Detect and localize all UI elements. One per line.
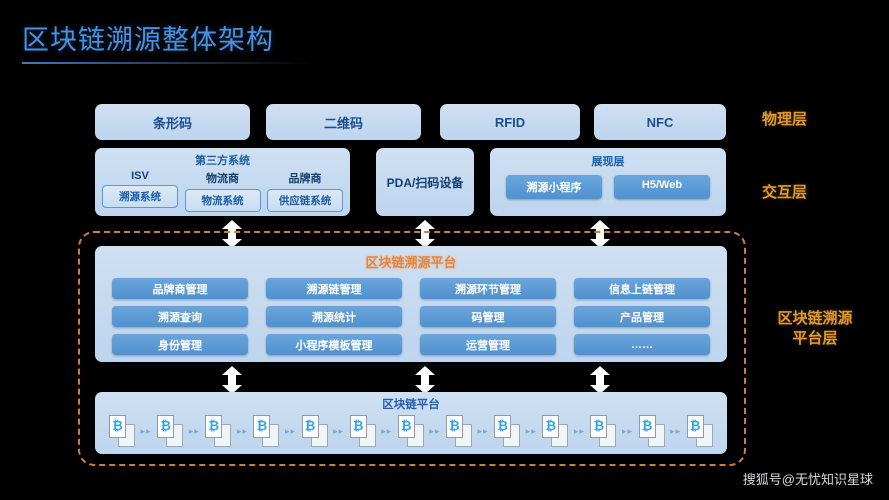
blockchain-block-icon: ₿ bbox=[590, 415, 617, 447]
module-trace-query[interactable]: 溯源查询 bbox=[112, 306, 248, 327]
block-card-front: ₿ bbox=[494, 415, 512, 438]
blockchain-block-icon: ₿ bbox=[686, 415, 713, 447]
physical-item-qrcode[interactable]: 二维码 bbox=[266, 104, 421, 140]
blockchain-platform-box[interactable]: 区块链平台 ₿▸▸₿▸▸₿▸▸₿▸▸₿▸▸₿▸▸₿▸▸₿▸▸₿▸▸₿▸▸₿▸▸₿… bbox=[95, 392, 727, 454]
module-miniprogram-template-management[interactable]: 小程序模板管理 bbox=[266, 334, 402, 355]
block-link-dots-icon: ▸▸ bbox=[236, 425, 248, 436]
presentation-items: 溯源小程序 H5/Web bbox=[490, 175, 726, 199]
block-card-front: ₿ bbox=[157, 415, 175, 438]
layer-label-physical: 物理层 bbox=[762, 111, 808, 128]
third-party-subsystem[interactable]: 溯源系统 bbox=[102, 185, 178, 208]
physical-item-label: 二维码 bbox=[323, 115, 363, 131]
module-operations-management[interactable]: 运营管理 bbox=[420, 334, 556, 355]
block-link-dots-icon: ▸▸ bbox=[429, 425, 441, 436]
module-trace-step-management[interactable]: 溯源环节管理 bbox=[420, 278, 556, 299]
presentation-layer-box[interactable]: 展现层 溯源小程序 H5/Web bbox=[490, 148, 726, 216]
physical-item-barcode[interactable]: 条形码 bbox=[95, 104, 250, 140]
connector-arrow-platform-blockchain-3 bbox=[590, 366, 610, 394]
pda-label: PDA/扫码设备 bbox=[386, 175, 464, 190]
blockchain-platform-title: 区块链平台 bbox=[382, 399, 440, 411]
block-link-dots-icon: ▸▸ bbox=[573, 425, 585, 436]
block-card-front: ₿ bbox=[349, 415, 367, 438]
blockchain-block-icon: ₿ bbox=[109, 415, 135, 447]
physical-item-nfc[interactable]: NFC bbox=[594, 104, 726, 140]
third-party-column-logistics: 物流商 物流系统 bbox=[184, 170, 261, 212]
module-onchain-info-management[interactable]: 信息上链管理 bbox=[574, 278, 710, 299]
block-link-dots-icon: ▸▸ bbox=[525, 425, 537, 436]
module-more[interactable]: …… bbox=[574, 334, 710, 355]
layer-label-interaction: 交互层 bbox=[762, 184, 808, 201]
block-link-dots-icon: ▸▸ bbox=[477, 425, 489, 436]
connector-arrow-interaction-platform-2 bbox=[415, 220, 435, 248]
page-title: 区块链溯源整体架构 bbox=[22, 25, 274, 55]
module-code-management[interactable]: 码管理 bbox=[420, 306, 556, 327]
blockchain-block-icon: ₿ bbox=[253, 415, 280, 447]
physical-item-label: NFC bbox=[646, 114, 674, 130]
third-party-title: 第三方系统 bbox=[195, 155, 250, 167]
blockchain-block-icon: ₿ bbox=[157, 415, 184, 447]
connector-arrow-interaction-platform-1 bbox=[222, 220, 242, 248]
blockchain-block-icon: ₿ bbox=[349, 415, 376, 447]
block-link-dots-icon: ▸▸ bbox=[140, 425, 152, 436]
block-link-dots-icon: ▸▸ bbox=[381, 425, 393, 436]
block-card-front: ₿ bbox=[109, 415, 126, 438]
third-party-head: 品牌商 bbox=[288, 173, 322, 185]
third-party-subsystem[interactable]: 供应链系统 bbox=[267, 189, 343, 212]
blockchain-block-icon: ₿ bbox=[205, 415, 232, 447]
module-trace-statistics[interactable]: 溯源统计 bbox=[266, 306, 402, 327]
module-identity-management[interactable]: 身份管理 bbox=[112, 334, 248, 355]
blockchain-block-icon: ₿ bbox=[494, 415, 521, 447]
block-card-front: ₿ bbox=[445, 415, 463, 438]
platform-module-grid: 品牌商管理 溯源链管理 溯源环节管理 信息上链管理 溯源查询 溯源统计 码管理 … bbox=[95, 278, 727, 355]
blockchain-block-icon: ₿ bbox=[542, 415, 569, 447]
block-card-front: ₿ bbox=[253, 415, 271, 438]
block-link-dots-icon: ▸▸ bbox=[621, 425, 633, 436]
block-card-front: ₿ bbox=[205, 415, 223, 438]
third-party-subsystem[interactable]: 物流系统 bbox=[184, 189, 261, 212]
connector-arrow-platform-blockchain-2 bbox=[415, 366, 435, 394]
blockchain-block-icon: ₿ bbox=[638, 415, 665, 447]
platform-layer-dashed-border bbox=[78, 231, 746, 466]
physical-item-label: RFID bbox=[494, 114, 526, 130]
presentation-item-h5web[interactable]: H5/Web bbox=[614, 175, 710, 199]
block-card-front: ₿ bbox=[397, 415, 415, 438]
watermark: 搜狐号@无忧知识星球 bbox=[742, 472, 873, 487]
presentation-title: 展现层 bbox=[591, 156, 625, 168]
block-link-dots-icon: ▸▸ bbox=[670, 425, 682, 436]
third-party-column-isv: ISV 溯源系统 bbox=[102, 170, 178, 212]
block-card-front: ₿ bbox=[301, 415, 319, 438]
third-party-column-brand: 品牌商 供应链系统 bbox=[267, 170, 343, 212]
pda-scanner-box[interactable]: PDA/扫码设备 bbox=[376, 148, 474, 216]
presentation-item-miniprogram[interactable]: 溯源小程序 bbox=[506, 175, 602, 199]
block-card-front: ₿ bbox=[590, 415, 608, 438]
third-party-head: ISV bbox=[131, 170, 149, 182]
blockchain-block-icon: ₿ bbox=[445, 415, 472, 447]
blockchain-block-row: ₿ ▸▸ ₿ ▸▸ ₿ ▸▸ ₿ ▸▸ ₿ ▸▸ ₿ ▸▸ ₿ ▸▸ ₿ ▸▸ ₿ ▸▸ ₿ ▸▸ ₿ ▸▸ ₿ ▸▸ ₿ bbox=[95, 415, 727, 447]
third-party-head: 物流商 bbox=[206, 173, 239, 185]
block-link-dots-icon: ▸▸ bbox=[284, 425, 297, 436]
blockchain-block-icon: ₿ bbox=[397, 415, 424, 447]
connector-arrow-platform-blockchain-1 bbox=[222, 366, 242, 394]
platform-title: 区块链溯源平台 bbox=[365, 255, 457, 270]
title-underline bbox=[22, 62, 312, 64]
physical-item-label: 条形码 bbox=[152, 115, 192, 131]
third-party-columns: ISV 溯源系统 物流商 物流系统 品牌商 供应链系统 bbox=[95, 170, 350, 212]
layer-label-platform-line1: 区块链溯源 bbox=[777, 310, 853, 327]
connector-arrow-interaction-platform-3 bbox=[590, 220, 610, 248]
blockchain-block-icon: ₿ bbox=[301, 415, 328, 447]
third-party-system-box[interactable]: 第三方系统 ISV 溯源系统 物流商 物流系统 品牌商 供应链系统 bbox=[95, 148, 350, 216]
block-link-dots-icon: ▸▸ bbox=[188, 425, 200, 436]
module-product-management[interactable]: 产品管理 bbox=[574, 306, 710, 327]
module-brand-management[interactable]: 品牌商管理 bbox=[112, 278, 248, 299]
layer-label-platform: 区块链溯源 平台层 bbox=[760, 309, 870, 350]
block-card-front: ₿ bbox=[638, 415, 656, 438]
layer-label-platform-line2: 平台层 bbox=[792, 330, 838, 348]
physical-item-rfid[interactable]: RFID bbox=[440, 104, 580, 140]
block-card-front: ₿ bbox=[686, 415, 704, 438]
module-trace-chain-management[interactable]: 溯源链管理 bbox=[266, 278, 402, 299]
blockchain-traceability-platform-box[interactable]: 区块链溯源平台 品牌商管理 溯源链管理 溯源环节管理 信息上链管理 溯源查询 溯… bbox=[95, 246, 727, 362]
block-link-dots-icon: ▸▸ bbox=[333, 425, 345, 436]
block-card-front: ₿ bbox=[542, 415, 560, 438]
